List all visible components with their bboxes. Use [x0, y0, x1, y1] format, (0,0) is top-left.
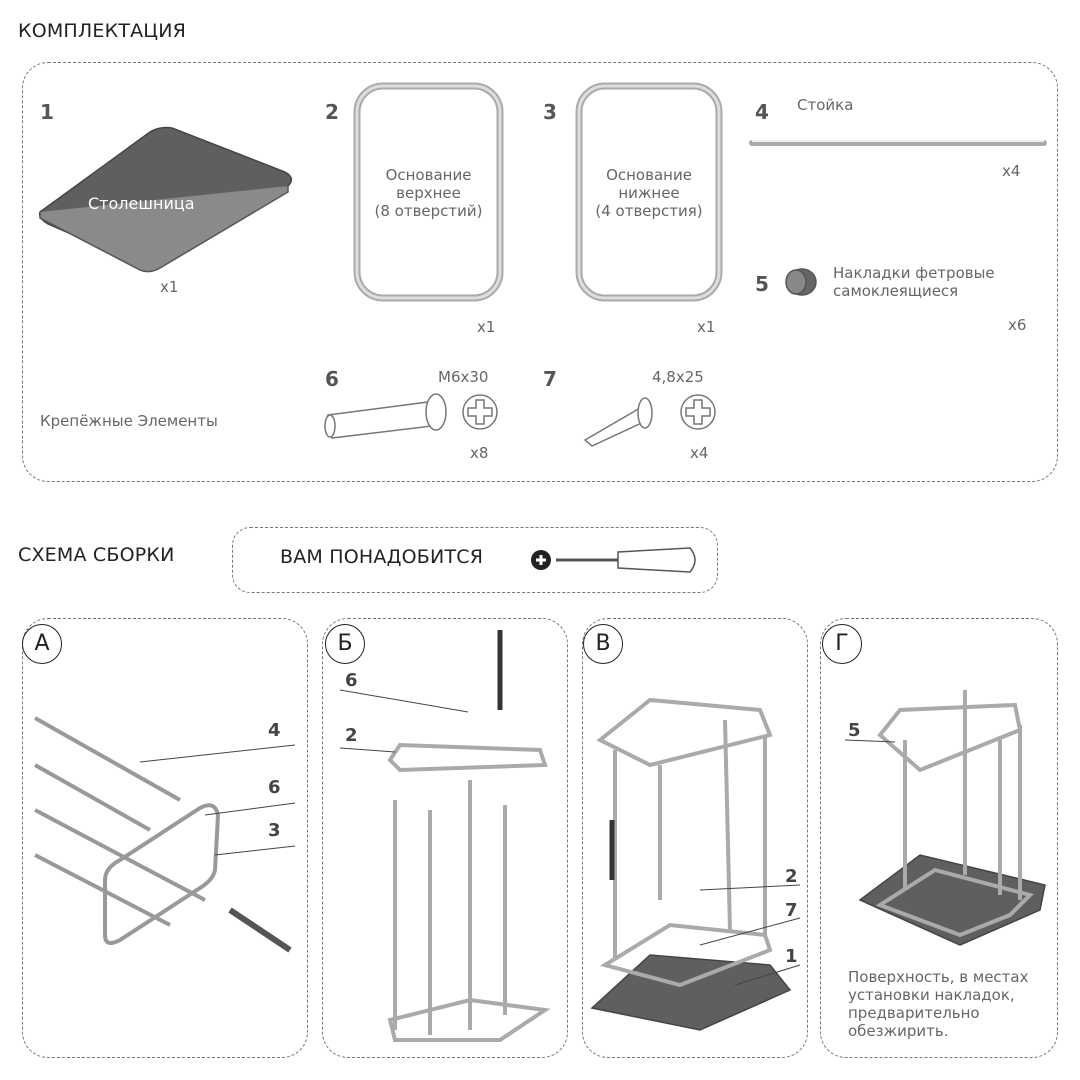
- screwdriver-tool-icon: [531, 547, 696, 573]
- step-d-illustration: [844, 690, 1046, 946]
- item-number: 2: [325, 100, 339, 124]
- tabletop-label: Столешница: [88, 194, 195, 213]
- screw-size: 4,8x25: [652, 368, 704, 386]
- step-c-panel: [582, 618, 808, 1058]
- part-callout: 7: [785, 900, 798, 921]
- item-qty: x1: [697, 318, 716, 336]
- step-b-panel: [322, 618, 568, 1058]
- label-line: Основание: [606, 166, 692, 184]
- step-a-illustration: [34, 716, 296, 953]
- label-line: самоклеящиеся: [833, 282, 959, 300]
- item-qty: x4: [1002, 162, 1021, 180]
- step-d-letter: Г: [822, 624, 862, 664]
- label-line: (8 отверстий): [374, 202, 483, 220]
- step-c-illustration: [590, 697, 801, 1031]
- step-a-letter: А: [22, 624, 62, 664]
- kit-box: [22, 62, 1058, 482]
- part-callout: 2: [785, 866, 798, 887]
- bolt-size: M6x30: [438, 368, 489, 386]
- part-callout: 1: [785, 946, 798, 967]
- part-callout: 4: [268, 720, 281, 741]
- part-callout: 5: [848, 720, 861, 741]
- item-number: 5: [755, 272, 769, 296]
- part-callout: 6: [268, 777, 281, 798]
- step-c-letter: В: [583, 624, 623, 664]
- step-d-panel: [820, 618, 1058, 1058]
- item-qty: x4: [690, 444, 709, 462]
- item-qty: x6: [1008, 316, 1027, 334]
- item-qty: x8: [470, 444, 489, 462]
- item-number: 6: [325, 367, 339, 391]
- post-label: Стойка: [797, 96, 854, 114]
- step-a-panel: [22, 618, 308, 1058]
- assembly-title: СХЕМА СБОРКИ: [18, 544, 175, 566]
- part-callout: 2: [345, 725, 358, 746]
- kit-title: КОМПЛЕКТАЦИЯ: [18, 20, 187, 42]
- note-line: обезжирить.: [848, 1022, 949, 1040]
- label-line: верхнее: [396, 184, 461, 202]
- label-line: Основание: [385, 166, 472, 184]
- tabletop-illustration: [38, 126, 293, 273]
- part-callout: 6: [345, 670, 358, 691]
- note-line: Поверхность, в местах: [848, 968, 1029, 986]
- note-line: предварительно: [848, 1004, 980, 1022]
- step-b-letter: Б: [325, 624, 365, 664]
- tools-box: [232, 527, 718, 593]
- item-number: 7: [543, 367, 557, 391]
- part-callout: 3: [268, 820, 281, 841]
- item-qty: x1: [477, 318, 496, 336]
- felt-pad-illustration: [785, 268, 817, 296]
- screw-illustration: [583, 394, 716, 447]
- item-number: 4: [755, 100, 769, 124]
- label-line: Накладки фетровые: [833, 264, 995, 282]
- tools-label: ВАМ ПОНАДОБИТСЯ: [280, 546, 484, 568]
- label-line: нижнее: [618, 184, 680, 202]
- item-number: 3: [543, 100, 557, 124]
- bolt-illustration: [324, 393, 498, 439]
- item-number: 1: [40, 100, 54, 124]
- label-line: (4 отверстия): [595, 202, 703, 220]
- note-line: установки накладок,: [848, 986, 1015, 1004]
- item-qty: x1: [160, 278, 179, 296]
- step-b-illustration: [339, 630, 551, 1042]
- fasteners-label: Крепёжные Элементы: [40, 412, 218, 430]
